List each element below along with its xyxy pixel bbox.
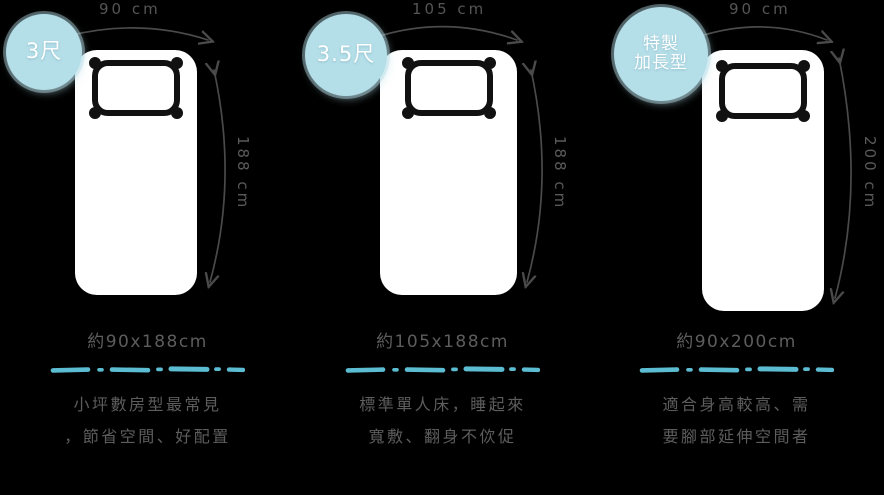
description-line: 寬敷、翻身不佽促	[368, 427, 517, 447]
description-line: 要腳部延伸空間者	[662, 427, 811, 447]
dash-dot-divider	[639, 366, 834, 374]
dimension-arrows	[700, 26, 852, 330]
size-text: 約90x200cm	[676, 332, 797, 352]
panel-description: 小坪數房型最常見 ，節省空間、好配置	[0, 389, 295, 453]
dash-dot-divider	[345, 366, 540, 374]
length-dimension-label: 188 cm	[551, 136, 569, 211]
width-dimension-label: 90 cm	[99, 0, 161, 18]
pillow-corner-bottom-right	[798, 110, 810, 122]
panel-caption: 約105x188cm 標準單人床，睡起來 寬敷、翻身不佽促	[295, 332, 590, 453]
size-text: 約105x188cm	[376, 332, 509, 352]
pillow-icon	[402, 57, 496, 119]
pillow-corner-bottom-left	[716, 110, 728, 122]
dimension-arrows	[382, 25, 543, 330]
pillow-icon	[716, 60, 810, 122]
panel-caption: 約90x188cm 小坪數房型最常見 ，節省空間、好配置	[0, 332, 295, 453]
panel-caption: 約90x200cm 適合身高較高、需 要腳部延伸空間者	[589, 332, 884, 453]
description-line: 小坪數房型最常見	[73, 395, 222, 415]
description-line: ，節省空間、好配置	[64, 427, 231, 447]
description-line: 標準單人床，睡起來	[359, 395, 526, 415]
badge-label-line: 3尺	[25, 39, 63, 64]
size-badge: 3.5尺	[305, 14, 387, 96]
pillow-corner-bottom-left	[89, 107, 101, 119]
pillow-corner-bottom-right	[171, 107, 183, 119]
size-panel-3-5-chi: 3.5尺 105 cm 188 cm 約105x188cm 標準單人床，睡起	[295, 0, 590, 495]
panel-description: 適合身高較高、需 要腳部延伸空間者	[589, 389, 884, 453]
bed-diagram: 特製 加長型 90 cm 200 cm	[589, 0, 884, 330]
dimension-arrows	[67, 27, 226, 330]
width-dimension-label: 90 cm	[729, 0, 791, 18]
size-text: 約90x188cm	[87, 332, 208, 352]
size-badge: 3尺	[6, 14, 82, 90]
badge-label-line: 3.5尺	[316, 42, 376, 67]
description-line: 適合身高較高、需	[662, 395, 811, 415]
badge-label-line: 特製	[643, 33, 679, 54]
size-panel-extra-long: 特製 加長型 90 cm 200 cm 約90x200cm	[589, 0, 884, 495]
pillow-icon	[89, 57, 183, 119]
length-dimension-label: 200 cm	[861, 136, 879, 211]
dash-dot-divider	[50, 366, 245, 374]
length-dimension-label: 188 cm	[234, 136, 252, 211]
bed-diagram: 3.5尺 105 cm 188 cm	[295, 0, 590, 330]
size-badge: 特製 加長型	[614, 7, 708, 101]
size-panel-3-chi: 3尺 90 cm 188 cm 約90x188cm 小坪數房型最常見	[0, 0, 295, 495]
panel-description: 標準單人床，睡起來 寬敷、翻身不佽促	[295, 389, 590, 453]
bed-diagram: 3尺 90 cm 188 cm	[0, 0, 295, 330]
width-dimension-label: 105 cm	[412, 0, 487, 18]
pillow-corner-bottom-right	[484, 107, 496, 119]
pillow-corner-bottom-left	[402, 107, 414, 119]
badge-label-line: 加長型	[634, 53, 688, 73]
